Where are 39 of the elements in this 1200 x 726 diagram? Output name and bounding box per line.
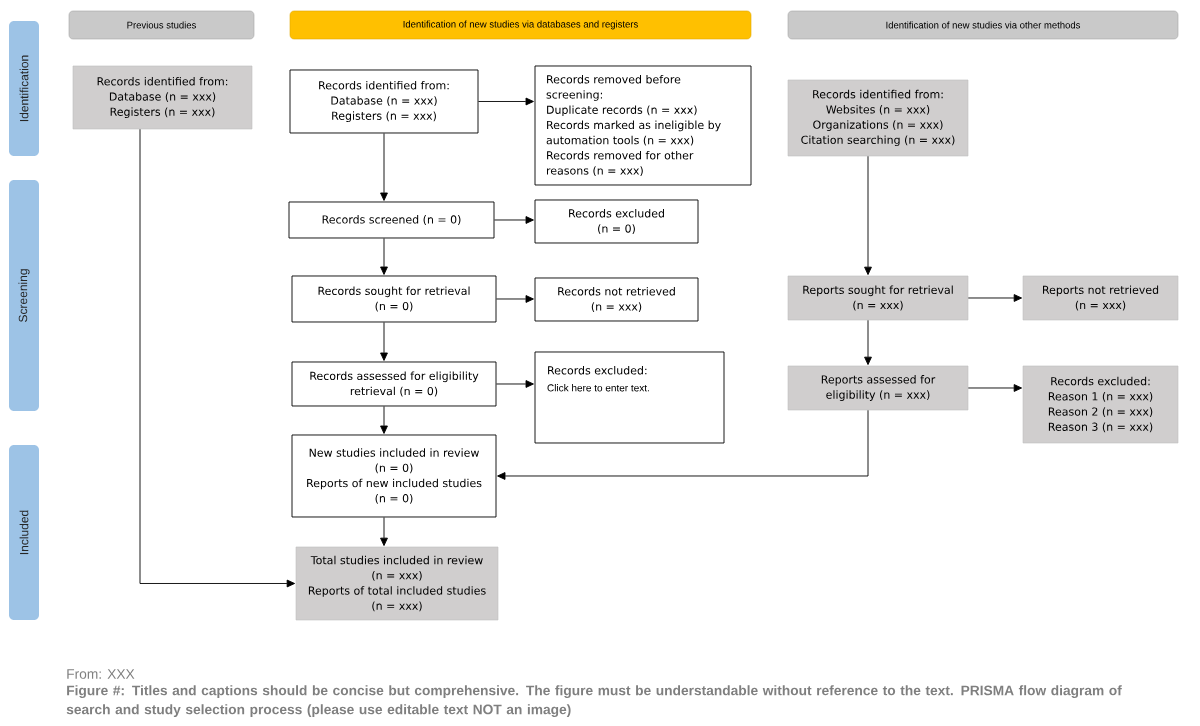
arrow — [497, 409, 869, 480]
process-box: Reports assessed for eligibility (n = xxx) — [787, 365, 969, 411]
arrow — [380, 322, 388, 361]
arrow — [967, 294, 1023, 302]
arrow — [478, 97, 534, 106]
arrow — [380, 238, 388, 275]
arrow — [380, 517, 388, 547]
header-bar: Previous studies — [68, 10, 255, 40]
arrow — [494, 216, 534, 224]
phase-band: Included — [9, 445, 39, 620]
header-bar: Identification of new studies via other methods — [787, 10, 1179, 40]
arrow — [139, 128, 296, 588]
phase-band: Identification — [9, 21, 39, 156]
process-box: Records identified from: Database (n = xxx) Registers (n = xxx) — [72, 65, 253, 130]
phase-band: Screening — [9, 180, 39, 411]
process-box: Records not retrieved (n = xxx) — [534, 277, 699, 322]
process-box: Records excluded (n = 0) — [534, 199, 699, 244]
arrow — [864, 319, 872, 366]
source-note: From: XXX — [67, 669, 135, 679]
process-box: Records excluded: Reason 1 (n = xxx) Reason 2 (n = xxx) Reason 3 (n = xxx) — [1022, 365, 1179, 444]
arrow — [496, 380, 534, 388]
header-bar: Identification of new studies via databases and registers — [289, 10, 752, 40]
arrow — [864, 155, 872, 276]
process-box: Records assessed for eligibility retrieval (n = 0) — [291, 361, 497, 407]
arrow — [380, 133, 388, 201]
process-box: New studies included in review (n = 0) Reports of new included studies (n = 0) — [291, 434, 497, 518]
process-box: Reports sought for retrieval (n = xxx) — [787, 275, 969, 321]
process-box: Records sought for retrieval (n = 0) — [291, 275, 497, 323]
process-box: Records screened (n = 0) — [288, 201, 495, 239]
figure-caption: Figure #: Titles and captions should be concise but comprehensive. The figure must be understandable without reference to the text. PRISMA flow diagram of search and study selection process (please use editable text NOT an image) — [66, 685, 1122, 718]
arrow — [967, 384, 1023, 392]
arrow — [496, 295, 534, 303]
process-box: Records excluded: Click here to enter text. — [534, 351, 725, 444]
process-box: Records identified from: Websites (n = xxx) Organizations (n = xxx) Citation searching (n = xxx) — [787, 79, 969, 157]
arrow — [380, 406, 388, 434]
process-box: Reports not retrieved (n = xxx) — [1022, 275, 1179, 321]
process-box: Records identified from: Database (n = xxx) Registers (n = xxx) — [289, 69, 479, 134]
process-box: Records removed before screening: Duplicate records (n = xxx) Records marked as ineligible by automation tools (n = xxx) Records removed for other reasons (n = xxx) — [534, 65, 752, 186]
process-box: Total studies included in review (n = xxx) Reports of total included studies (n = xxx) — [295, 546, 499, 621]
